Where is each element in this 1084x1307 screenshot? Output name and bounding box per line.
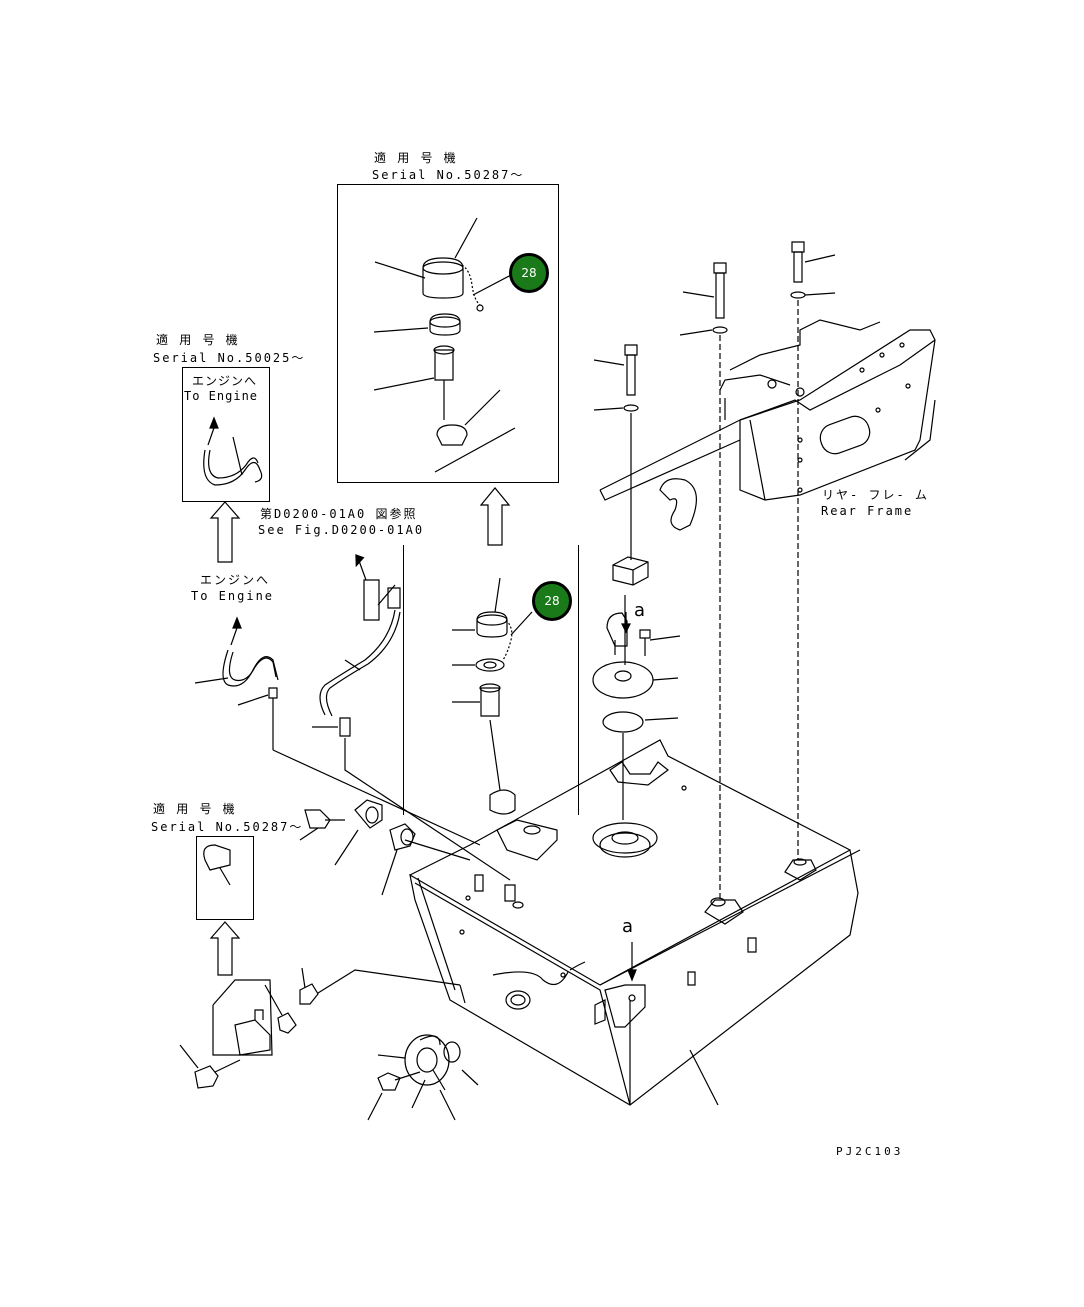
top-serial-label-en: Serial No.50287～ [372, 168, 525, 182]
fuel-tank [410, 740, 860, 1105]
left-bottom-parts [180, 845, 465, 1088]
middle-inset-filler-cap [452, 578, 532, 814]
view-a-label-lower: a [622, 916, 634, 937]
rear-frame-label-jp: リヤ- フレ- ム [822, 488, 929, 502]
view-a-arrows [622, 612, 636, 980]
rear-frame-label-en: Rear Frame [821, 504, 914, 518]
see-fig-label-en: See Fig.D0200-01A0 [258, 523, 425, 537]
engine-label-en-2: To Engine [191, 589, 275, 603]
engine-label-jp-1: エンジンへ [192, 374, 258, 388]
engine-label-jp-2: エンジンへ [200, 573, 271, 587]
view-a-label-upper: a [634, 600, 646, 621]
left-serial-label-jp: 適 用 号 機 [156, 333, 240, 347]
bottom-serial-label-jp: 適 用 号 機 [153, 802, 237, 816]
bottom-serial-label-en: Serial No.50287～ [151, 820, 304, 834]
top-serial-label-jp: 適 用 号 機 [374, 151, 458, 165]
engine-label-en-1: To Engine [184, 389, 259, 403]
inset-box-top [337, 184, 559, 483]
left-engine-pipes [195, 418, 523, 908]
top-inset-filler-cap [374, 218, 515, 472]
inset-box-bottom [196, 836, 254, 920]
part-callout-28-middle[interactable]: 28 [532, 581, 572, 621]
part-callout-28-top[interactable]: 28 [509, 253, 549, 293]
inset-box-middle [403, 545, 579, 815]
diagram-code: PJ2C103 [836, 1145, 904, 1158]
up-arrow-center [481, 488, 509, 545]
see-fig-label-jp: 第D0200-01A0 図参照 [260, 507, 418, 521]
mounting-bolts [593, 242, 835, 900]
rear-frame [600, 320, 935, 530]
inset-box-left [182, 367, 270, 502]
left-serial-label-en: Serial No.50025～ [153, 351, 306, 365]
drain-cover [368, 1035, 478, 1120]
